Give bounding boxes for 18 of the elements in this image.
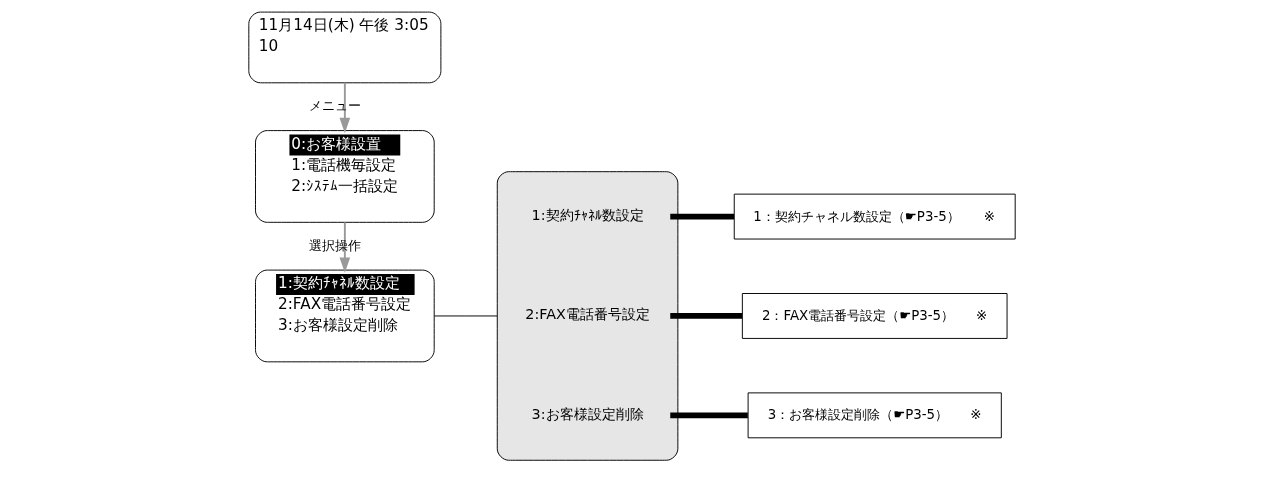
- node-text: 1:契約ﾁｬﾈﾙ数設定: [531, 206, 644, 223]
- node-box: 0:お客様設置 1:電話機毎設定 2:ｼｽﾃﾑ一括設定: [254, 130, 435, 223]
- cluster: [496, 171, 678, 461]
- node-box: 3：お客様設定削除（☛P3-5） ※: [747, 392, 1002, 439]
- node-box: 1:契約ﾁｬﾈﾙ数設定 2:FAX電話番号設定 3:お客様設定削除: [254, 269, 435, 363]
- connector: [433, 315, 498, 317]
- edge-label: メニュー: [308, 98, 361, 114]
- node-box: 1：契約チャネル数設定（☛P3-5） ※: [733, 193, 1016, 240]
- node-text: 3:お客様設定削除: [531, 405, 644, 422]
- edge-label: 選択操作: [308, 237, 361, 253]
- connector: [669, 313, 742, 319]
- connector: [669, 213, 734, 220]
- arrow: [339, 221, 350, 273]
- node-box: 11月14日(木) 午後 3:05 10: [247, 11, 441, 84]
- arrow: [339, 81, 350, 134]
- node-box: 2：FAX電話番号設定（☛P3-5） ※: [741, 293, 1008, 339]
- connector: [669, 412, 748, 419]
- node-text: 2:FAX電話番号設定: [524, 306, 650, 323]
